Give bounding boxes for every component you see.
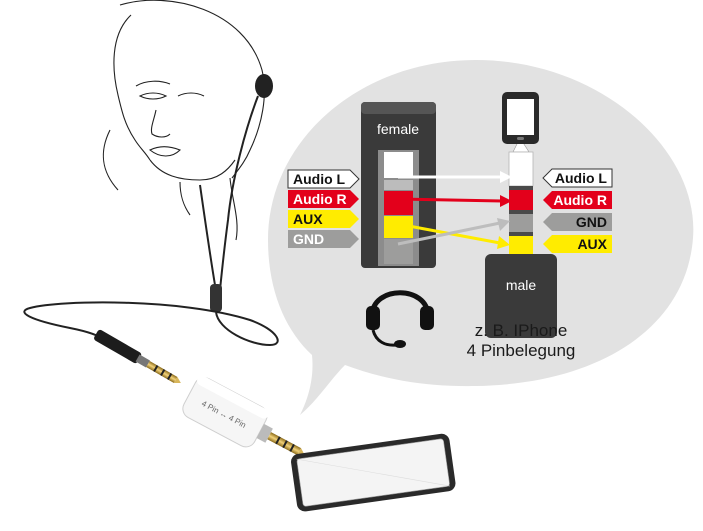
left-label-gnd: GND [288,230,359,248]
gnd-arrow [397,221,501,246]
left-label-audio-r-text: Audio R [293,191,347,207]
earphone-cable-icon [23,74,279,347]
right-label-aux-text: AUX [577,236,607,252]
connection-arrows [397,171,512,249]
headset-icon [366,290,434,348]
right-label-audio-r: Audio R [543,191,612,209]
right-label-audio-l-text: Audio L [555,170,608,186]
right-label-gnd-text: GND [576,214,607,230]
left-label-audio-r: Audio R [288,190,359,208]
phone-icon [291,433,456,512]
left-label-audio-l-text: Audio L [293,171,346,187]
right-label-audio-l: Audio L [542,168,613,188]
right-label-gnd: GND [543,213,612,231]
adapter-icon: 4 Pin ↔ 4 Pin [182,375,305,456]
jack-plug-icon [94,329,181,384]
left-label-gnd-text: GND [293,231,324,247]
caption-line-2: 4 Pinbelegung [467,341,576,360]
male-plug: male [485,137,557,338]
left-label-aux-text: AUX [293,211,323,227]
left-label-audio-l: Audio L [287,169,360,189]
left-pin-labels: Audio L Audio R AUX GND [287,169,360,248]
female-label: female [377,121,419,137]
smartphone-icon [502,92,539,144]
left-label-aux: AUX [288,210,359,228]
right-pin-labels: Audio L Audio R GND AUX [542,168,613,253]
woman-with-earphones-icon [102,0,265,241]
caption-line-1: z. B. IPhone [475,321,568,340]
right-label-aux: AUX [543,235,612,253]
male-label: male [506,277,537,293]
right-label-audio-r-text: Audio R [553,192,607,208]
audio-r-arrow [397,197,503,203]
